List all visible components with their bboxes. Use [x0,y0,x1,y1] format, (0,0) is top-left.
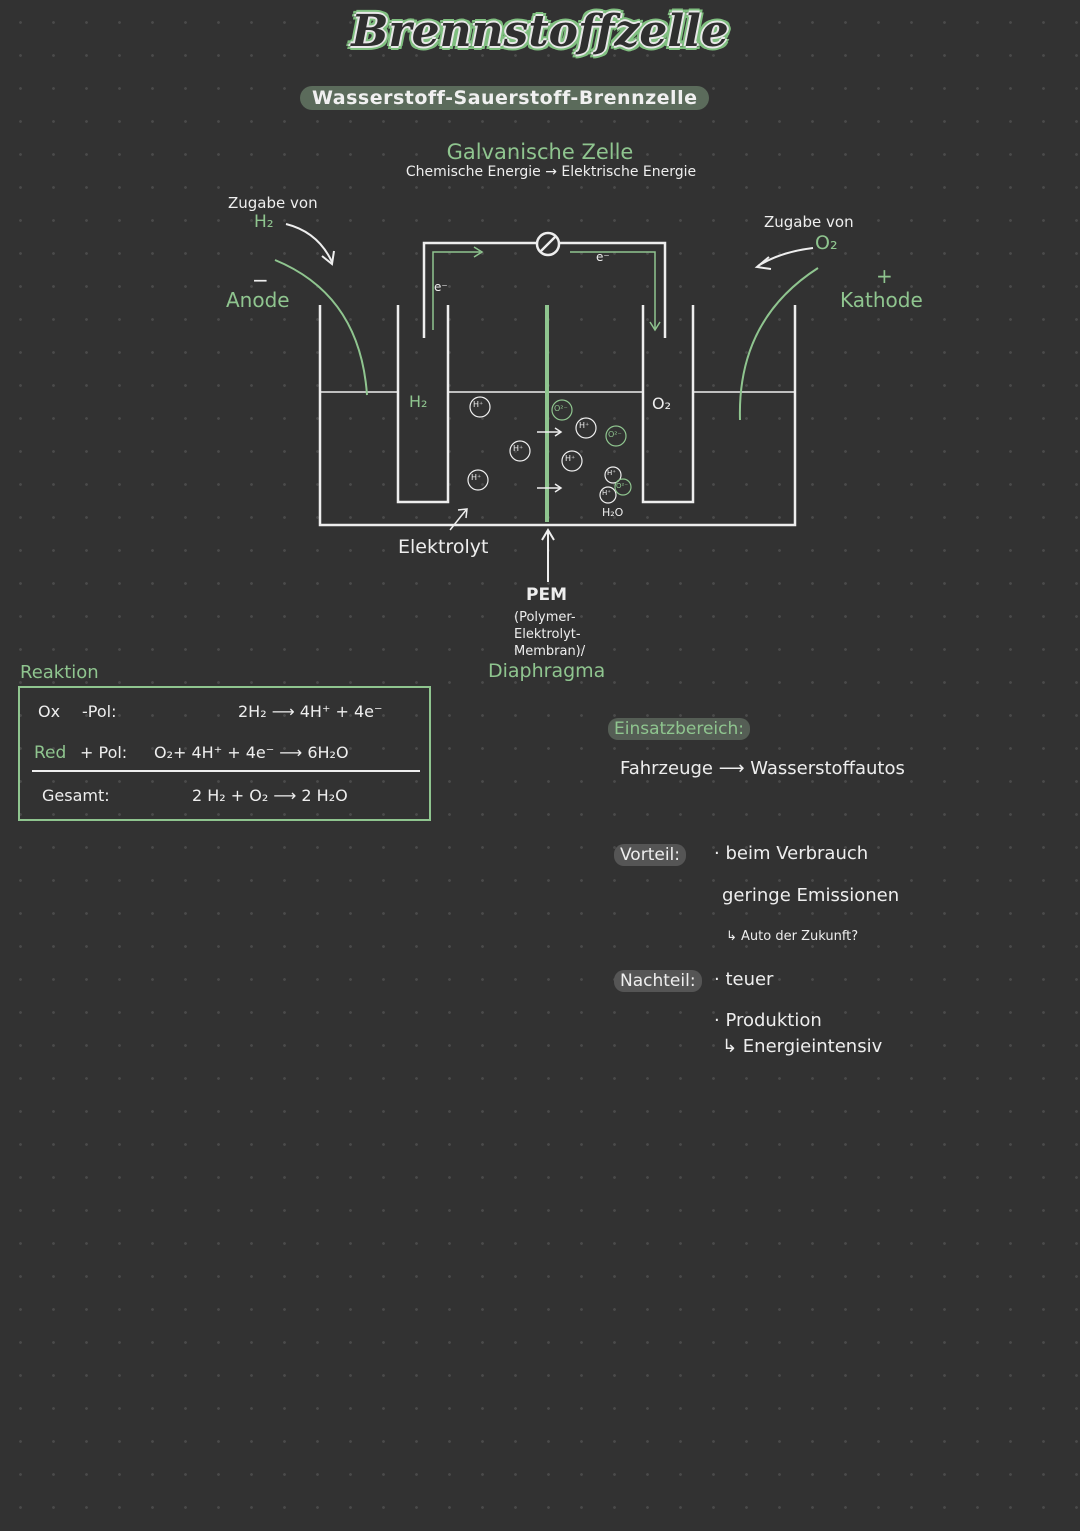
o-ion [605,425,627,447]
h-ion-label: H⁺ [471,473,482,482]
ion-arrows [537,427,563,493]
disadvantage-note: ↳ Energieintensiv [722,1036,883,1057]
h-ion [604,466,622,484]
cathode-flow-line [738,267,819,421]
reaction-heading: Reaktion [20,662,99,683]
anode-flow-line [274,259,368,396]
external-wire [422,241,667,338]
electron-label-left: e⁻ [434,280,448,294]
application-heading: Einsatzbereich: [608,718,750,740]
o-ion-label: O²⁻ [554,404,568,413]
o-ion [614,478,632,496]
advantage-item-2: geringe Emissionen [722,885,900,906]
h-ion-label: H⁺ [579,421,590,430]
water-label: H₂O [602,506,624,519]
electrolyte-label: Elektrolyt [398,536,489,558]
cathode-sign: + [876,264,893,288]
divider [32,770,420,772]
disadvantage-item-1: · teuer [714,969,774,990]
total-label: Gesamt: [42,786,110,805]
anode-supply-label: Zugabe von [228,194,318,212]
cathode-electrode-label: O₂ [652,394,672,413]
o2-supply-arrow [757,247,814,267]
h-ion [561,450,583,472]
o-ion-label: O²⁻ [608,430,622,439]
electron-path-left [432,251,480,330]
anode-label: Anode [226,288,290,312]
ox-equation: 2H₂ ⟶ 4H⁺ + 4e⁻ [238,702,383,721]
o-ion [551,399,573,421]
diaphragm-label: Diaphragma [488,660,606,682]
subtitle: Wasserstoff-Sauerstoff-Brennzelle [300,86,710,110]
page-title: Brennstoffzelle [351,6,729,57]
electrolyte-container [318,305,797,527]
advantage-heading: Vorteil: [614,844,686,866]
pem-desc-1: (Polymer- [514,610,576,625]
h-ion [599,486,617,504]
reaction-box: Ox -Pol: 2H₂ ⟶ 4H⁺ + 4e⁻ Red + Pol: O₂+ … [18,686,431,821]
h-ion-label: H⁺ [473,400,484,409]
advantage-item-1: · beim Verbrauch [714,843,869,864]
application-text: Fahrzeuge ⟶ Wasserstoffautos [620,758,905,779]
h-ion [469,396,491,418]
h-ion-label: H⁺ [602,489,611,497]
total-equation: 2 H₂ + O₂ ⟶ 2 H₂O [192,786,348,805]
advantage-note: ↳ Auto der Zukunft? [726,929,859,944]
ox-pole: -Pol: [82,702,117,721]
pem-desc-2: Elektrolyt- [514,627,581,642]
pem-desc-3: Membran)/ [514,644,586,659]
h-ion-label: H⁺ [607,469,616,477]
galvanic-cell-subtitle: Chemische Energie → Elektrische Energie [405,164,697,180]
ox-label: Ox [38,702,61,721]
cathode-electrode [641,305,695,504]
cathode-label: Kathode [840,288,923,312]
anode-sign: − [252,268,269,292]
electron-label-right: e⁻ [596,250,610,264]
fuel-cell-diagram [274,223,819,582]
anode-electrode-label: H₂ [409,392,428,411]
red-pole: + Pol: [80,743,128,762]
h-ion-label: H⁺ [513,444,524,453]
disadvantage-heading: Nachteil: [614,970,702,992]
red-label: Red [34,743,67,763]
anode-gas-label: H₂ [254,212,274,232]
o-ion-label: O²⁻ [616,482,629,490]
h-ion-label: H⁺ [565,454,576,463]
cathode-gas-label: O₂ [815,232,838,254]
red-equation: O₂+ 4H⁺ + 4e⁻ ⟶ 6H₂O [154,743,349,762]
h-ion [509,440,531,462]
pem-label: PEM [526,585,567,605]
h2-supply-arrow [285,223,333,263]
cathode-supply-label: Zugabe von [764,213,854,231]
disadvantage-item-2: · Produktion [714,1010,822,1031]
electron-path-right [570,251,656,330]
anode-electrode [396,305,450,504]
galvanic-cell-title: Galvanische Zelle [446,140,634,164]
h-ion [467,469,489,491]
h-ion [575,417,597,439]
